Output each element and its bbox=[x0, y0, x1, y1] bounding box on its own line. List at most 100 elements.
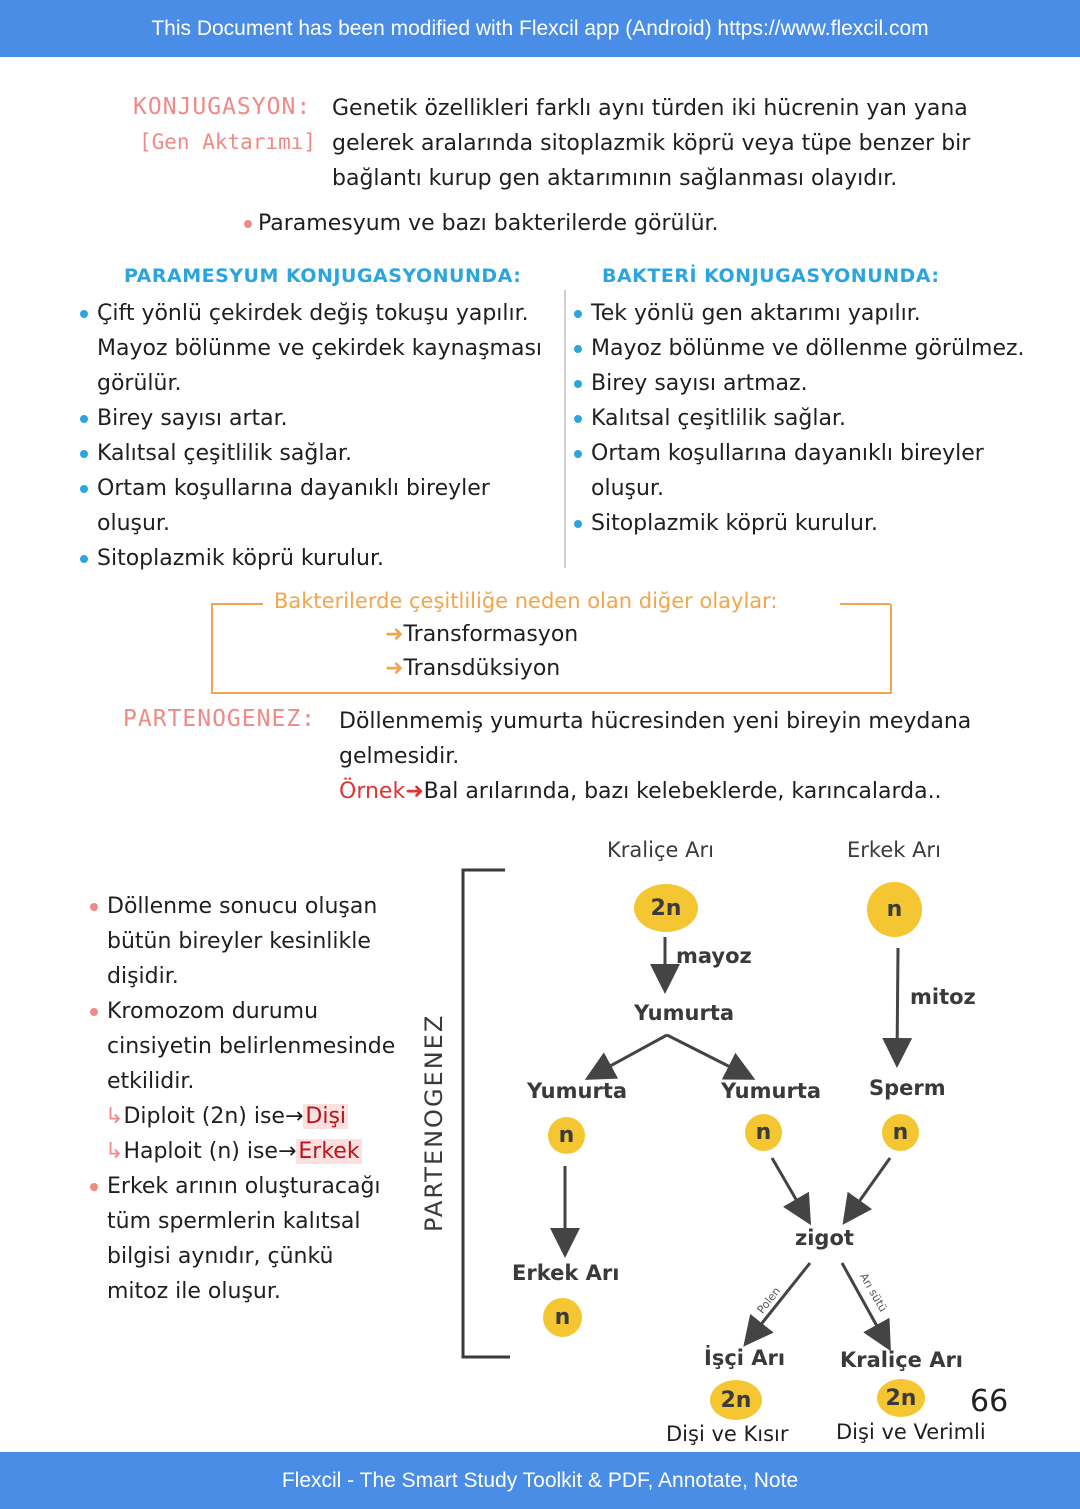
bracket bbox=[461, 868, 510, 1359]
other-events-title: Bakterilerde çeşitliliğe neden olan diğe… bbox=[270, 589, 782, 613]
bullet-dot bbox=[574, 450, 582, 458]
yumurta-right-label: Yumurta bbox=[721, 1079, 822, 1103]
list-item: Birey sayısı artmaz. bbox=[574, 366, 1034, 401]
highlight-value: Dişi bbox=[303, 1104, 349, 1129]
arrow-icon: → bbox=[284, 1104, 304, 1129]
arrow-egg-to-zigot bbox=[770, 1157, 812, 1226]
zigot-label: zigot bbox=[795, 1226, 854, 1250]
page-number: 66 bbox=[970, 1384, 1009, 1419]
arrow-to-yumurta-left bbox=[584, 1033, 668, 1080]
konjugasyon-subterm: [Gen Aktarımı] bbox=[139, 130, 317, 154]
bullet-dot bbox=[574, 520, 582, 528]
definition-line: gelmesidir. bbox=[339, 744, 460, 769]
chromosome-badge: n bbox=[543, 1298, 582, 1337]
item-line: Kalıtsal çeşitlilik sağlar. bbox=[97, 441, 352, 466]
bullet-dot bbox=[90, 1008, 98, 1016]
isci-description: Dişi ve Kısır bbox=[666, 1422, 789, 1446]
bullet-dot bbox=[90, 903, 98, 911]
item-line: Birey sayısı artar. bbox=[97, 406, 288, 431]
item-line: mitoz ile oluşur. bbox=[107, 1279, 281, 1304]
erkek-ari-label: Erkek Arı bbox=[512, 1261, 620, 1285]
bullet-dot bbox=[80, 415, 88, 423]
chromosome-badge: n bbox=[745, 1114, 782, 1151]
item-line: Ortam koşullarına dayanıklı bireyler bbox=[97, 476, 490, 501]
example-label: Örnek bbox=[339, 779, 406, 804]
bullet-dot bbox=[80, 555, 88, 563]
sub-line: ↳Diploit (2n) ise→Dişi bbox=[105, 1099, 420, 1134]
sperm-label: Sperm bbox=[869, 1076, 946, 1100]
chromosome-badge: 2n bbox=[710, 1380, 762, 1420]
item-line: oluşur. bbox=[591, 476, 664, 501]
mitoz-label: mitoz bbox=[910, 985, 976, 1009]
yumurta-label: Yumurta bbox=[634, 1001, 735, 1025]
item-line: Sitoplazmik köprü kurulur. bbox=[591, 511, 878, 536]
sub-text: Haploit (n) ise bbox=[123, 1139, 278, 1164]
bullet-dot bbox=[574, 345, 582, 353]
list-item: Kalıtsal çeşitlilik sağlar. bbox=[80, 436, 560, 471]
other-events-item: ➜Transdüksiyon bbox=[385, 651, 560, 686]
other-events-box bbox=[211, 604, 892, 694]
konjugasyon-note: Paramesyum ve bazı bakterilerde görülür. bbox=[244, 206, 719, 241]
item-line: Mayoz bölünme ve çekirdek kaynaşması bbox=[97, 336, 543, 361]
bullet-dot bbox=[80, 310, 88, 318]
bullet-dot bbox=[80, 485, 88, 493]
item-line: Mayoz bölünme ve döllenme görülmez. bbox=[591, 336, 1025, 361]
item-line: oluşur. bbox=[97, 511, 170, 536]
arrow-icon: ➜ bbox=[385, 622, 404, 647]
item-line: etkilidir. bbox=[107, 1069, 195, 1094]
item-line: Ortam koşullarına dayanıklı bireyler bbox=[591, 441, 984, 466]
erkek-ari-top-label: Erkek Arı bbox=[847, 838, 941, 862]
definition-line: Genetik özellikleri farklı aynı türden i… bbox=[332, 96, 968, 121]
bullet-dot bbox=[80, 450, 88, 458]
item-line: Döllenme sonucu oluşan bbox=[107, 894, 378, 919]
list-item: Tek yönlü gen aktarımı yapılır. bbox=[574, 296, 1034, 331]
list-item: Birey sayısı artar. bbox=[80, 401, 560, 436]
column-divider bbox=[564, 290, 566, 568]
definition-line: gelerek aralarında sitoplazmik köprü vey… bbox=[332, 131, 971, 156]
list-item: Sitoplazmik köprü kurulur. bbox=[80, 541, 560, 576]
isci-ari-label: İşçi Arı bbox=[704, 1346, 786, 1370]
example-line: Örnek➜Bal arılarında, bazı kelebeklerde,… bbox=[339, 774, 1029, 809]
item-line: bütün bireyler kesinlikle bbox=[107, 929, 371, 954]
definition-line: bağlantı kurup gen aktarımının sağlanmas… bbox=[332, 166, 898, 191]
hook-arrow-icon: ↳ bbox=[105, 1139, 124, 1164]
sub-line: ↳Haploit (n) ise→Erkek bbox=[105, 1134, 420, 1169]
list-item: Kalıtsal çeşitlilik sağlar. bbox=[574, 401, 1034, 436]
top-banner: This Document has been modified with Fle… bbox=[0, 0, 1080, 57]
list-item: Mayoz bölünme ve döllenme görülmez. bbox=[574, 331, 1034, 366]
arrow-to-isci bbox=[743, 1262, 812, 1347]
paramesyum-list: Çift yönlü çekirdek değiş tokuşu yapılır… bbox=[80, 296, 560, 576]
yumurta-left-label: Yumurta bbox=[527, 1079, 628, 1103]
partenogenez-definition: Döllenmemiş yumurta hücresinden yeni bir… bbox=[339, 704, 1029, 809]
bakteri-list: Tek yönlü gen aktarımı yapılır. Mayoz bö… bbox=[574, 296, 1034, 541]
item-line: cinsiyetin belirlenmesinde bbox=[107, 1034, 396, 1059]
arrow-to-kralice bbox=[840, 1262, 891, 1352]
bullet-dot bbox=[244, 220, 252, 228]
item-line: Kalıtsal çeşitlilik sağlar. bbox=[591, 406, 846, 431]
kralice-description: Dişi ve Verimli bbox=[836, 1420, 986, 1444]
bullet-dot bbox=[574, 415, 582, 423]
bullet-dot bbox=[574, 380, 582, 388]
paramesyum-heading: PARAMESYUM KONJUGASYONUNDA: bbox=[124, 265, 522, 287]
item-line: Kromozom durumu bbox=[107, 999, 319, 1024]
arrow-sperm-to-zigot bbox=[842, 1157, 892, 1225]
hook-arrow-icon: ↳ bbox=[105, 1104, 124, 1129]
kralice-ari-bottom-label: Kraliçe Arı bbox=[840, 1348, 964, 1372]
highlight-value: Erkek bbox=[296, 1139, 362, 1164]
mayoz-label: mayoz bbox=[676, 944, 752, 968]
chromosome-badge: 2n bbox=[634, 884, 698, 932]
item-line: görülür. bbox=[97, 371, 182, 396]
item-line: Çift yönlü çekirdek değiş tokuşu yapılır… bbox=[97, 301, 529, 326]
bottom-banner: Flexcil - The Smart Study Toolkit & PDF,… bbox=[0, 1452, 1080, 1509]
box-top-line-left bbox=[211, 603, 263, 605]
arrow-icon: ➜ bbox=[405, 779, 424, 804]
chromosome-badge: 2n bbox=[877, 1379, 925, 1417]
sub-text: Diploit (2n) ise bbox=[123, 1104, 285, 1129]
item-text: Transdüksiyon bbox=[403, 656, 561, 681]
chromosome-badge: n bbox=[548, 1117, 585, 1154]
bullet-dot bbox=[574, 310, 582, 318]
note-text: Paramesyum ve bazı bakterilerde görülür. bbox=[258, 211, 719, 236]
list-item: Kromozom durumu cinsiyetin belirlenmesin… bbox=[90, 994, 420, 1169]
example-text: Bal arılarında, bazı kelebeklerde, karın… bbox=[423, 779, 942, 804]
